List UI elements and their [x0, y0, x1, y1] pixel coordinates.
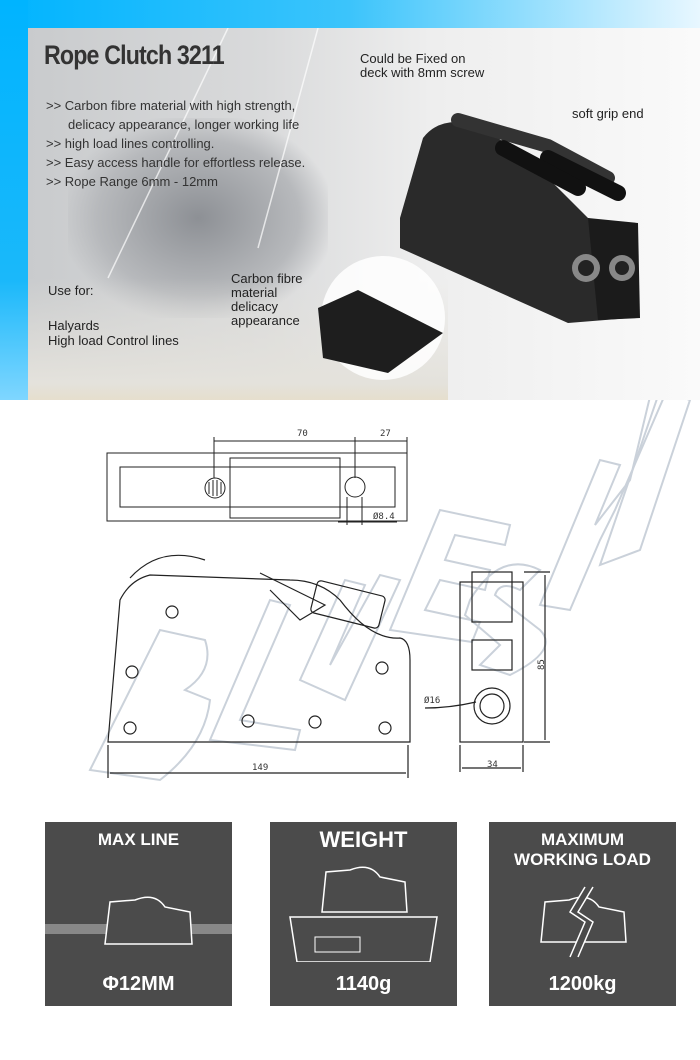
spec-weight: WEIGHT 1140g: [270, 822, 457, 1006]
side-view: [107, 554, 411, 778]
dim-end: 27: [380, 429, 391, 439]
feature-item: >> Carbon fibre material with high stren…: [46, 98, 296, 113]
use-item: High load Control lines: [48, 333, 179, 348]
spec-title-line: MAXIMUM: [540, 830, 625, 849]
use-for-section: Use for: Halyards High load Control line…: [48, 283, 179, 348]
feature-list: >> Carbon fibre material with high stren…: [46, 96, 305, 191]
broken-clutch-icon: [540, 884, 627, 959]
spec-value: Φ12MM: [102, 973, 175, 995]
grip-note: soft grip end: [572, 106, 644, 121]
product-title: Rope Clutch 3211: [44, 40, 225, 70]
dim-height: 85: [537, 659, 547, 670]
feature-item: delicacy appearance, longer working life: [68, 117, 300, 132]
note-line: deck with 8mm screw: [360, 65, 485, 80]
top-view: [106, 437, 408, 525]
technical-drawing: 70 27 Ø8.4 149 85 34 Ø16: [88, 400, 692, 782]
fixing-note: Could be Fixed on deck with 8mm screw: [360, 52, 484, 80]
spec-max-line: MAX LINE Φ12MM: [45, 822, 232, 1006]
use-for-label: Use for:: [48, 283, 94, 298]
dim-length: 149: [252, 763, 268, 773]
note-line: material: [231, 285, 278, 300]
hero-banner: [28, 28, 700, 400]
spec-working-load: MAXIMUM WORKING LOAD 1200kg: [489, 822, 676, 1006]
dim-spacing: 70: [297, 429, 308, 439]
product-render: [107, 28, 640, 380]
spec-title: WEIGHT: [319, 827, 408, 852]
blue-frame-left: [0, 0, 28, 400]
dim-width: 34: [487, 760, 498, 770]
blueshark-watermark: [88, 400, 692, 782]
use-item: Halyards: [48, 318, 100, 333]
blue-frame-top: [0, 0, 700, 28]
spec-title: MAXIMUM WORKING LOAD: [489, 830, 676, 870]
feature-item: >> Easy access handle for effortless rel…: [46, 155, 306, 170]
spec-value: 1140g: [335, 973, 392, 995]
note-line: Could be Fixed on: [360, 51, 466, 66]
note-line: delicacy: [231, 299, 278, 314]
dim-hole: Ø8.4: [373, 511, 395, 522]
spec-title-line: WORKING LOAD: [514, 850, 651, 869]
spec-title: MAX LINE: [97, 830, 180, 849]
dim-bore: Ø16: [424, 695, 440, 706]
note-line: Carbon fibre: [231, 271, 303, 286]
rope-icon: [45, 896, 232, 945]
feature-item: >> Rope Range 6mm - 12mm: [46, 174, 218, 189]
spec-value: 1200kg: [548, 973, 617, 995]
feature-item: >> high load lines controlling.: [46, 136, 215, 151]
carbon-note: Carbon fibre material delicacy appearanc…: [231, 272, 303, 328]
note-line: appearance: [231, 313, 300, 328]
end-view: [424, 571, 550, 772]
scale-icon: [289, 866, 438, 962]
